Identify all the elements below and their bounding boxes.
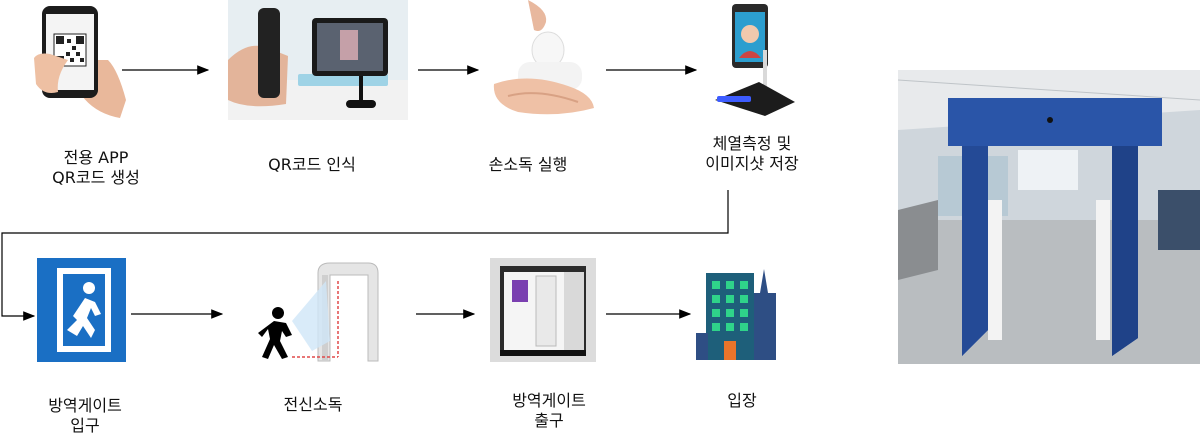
disinfection-booth-image xyxy=(490,258,596,362)
building-icon xyxy=(696,269,776,360)
walk-through-gate-icon xyxy=(258,262,379,362)
hand-sanitizer-icon xyxy=(488,0,600,125)
step-label-disinfect: 전신소독 xyxy=(283,395,343,414)
step-label-sanitize: 손소독 실행 xyxy=(488,155,568,174)
exit-door-image xyxy=(37,258,126,362)
qr-scanner-icon xyxy=(228,0,408,120)
phone-qr-image xyxy=(28,0,128,122)
disinfection-booth-icon xyxy=(490,258,596,362)
phone-qr-icon xyxy=(34,6,126,118)
step-label-app: 전용 APP QR코드 생성 xyxy=(52,148,140,187)
qr-scanner-image xyxy=(228,0,408,120)
step-label-gate-in: 방역게이트 입구 xyxy=(48,396,122,435)
connector-row1-to-row2 xyxy=(1,190,729,321)
step-label-enter: 입장 xyxy=(727,391,757,410)
step-label-gate-out: 방역게이트 출구 xyxy=(512,391,586,430)
building-image xyxy=(696,263,784,360)
walk-through-gate-image xyxy=(252,261,382,365)
thermal-kiosk-icon xyxy=(715,4,795,116)
step-label-temp: 체열측정 및 이미지샷 저장 xyxy=(705,134,799,173)
gate-photo-icon xyxy=(898,70,1200,364)
hand-sanitizer-image xyxy=(488,0,600,125)
thermal-kiosk-image xyxy=(705,0,801,122)
step-label-qr: QR코드 인식 xyxy=(268,155,356,174)
quarantine-gate-photo xyxy=(898,70,1200,364)
exit-door-icon xyxy=(37,258,126,362)
